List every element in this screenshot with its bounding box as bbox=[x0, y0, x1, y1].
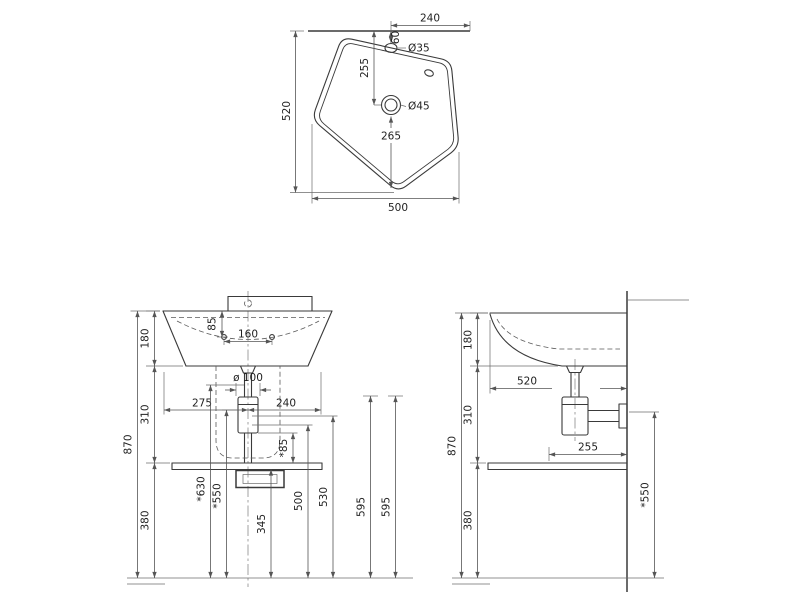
tap-hole-hidden bbox=[244, 299, 252, 308]
dim-gap-85: *85 bbox=[258, 432, 298, 463]
mounting-hole-right bbox=[269, 334, 275, 340]
dim-label-dia45: Ø45 bbox=[408, 101, 430, 113]
dim-right-240: 240 bbox=[248, 372, 322, 415]
dim-label-s180: 180 bbox=[463, 330, 475, 350]
drain-trap-front bbox=[215, 365, 281, 464]
shelf-side bbox=[487, 462, 628, 471]
dim-label-630: *630 bbox=[196, 476, 208, 501]
dim-label-345: 345 bbox=[256, 514, 268, 534]
dim-drain-offset-255: 255 bbox=[359, 31, 381, 106]
tap-hole bbox=[384, 42, 398, 54]
shelf-front bbox=[171, 462, 323, 489]
front-view: 180 310 380 870 85 160 bbox=[123, 291, 413, 587]
dim-front-380: 380 bbox=[140, 463, 157, 578]
dim-label-f500: 500 bbox=[293, 491, 305, 511]
overflow-hole bbox=[424, 69, 434, 77]
dim-side-180: 180 bbox=[463, 312, 558, 367]
dim-345: 345 bbox=[256, 469, 274, 578]
rear-ledge bbox=[227, 295, 313, 312]
dim-label-255: 255 bbox=[359, 58, 371, 78]
drain-hole-outer bbox=[380, 94, 402, 116]
dim-shelf-255: 255 bbox=[548, 442, 627, 461]
dim-label-f550: *550 bbox=[212, 483, 224, 508]
dim-label-520: 520 bbox=[281, 101, 293, 121]
dim-label-dia35: Ø35 bbox=[408, 43, 430, 55]
basin-front-outline bbox=[162, 310, 333, 367]
dim-label-595b: 595 bbox=[381, 497, 393, 517]
dim-label-f240: 240 bbox=[276, 398, 296, 410]
dim-side-520: 520 bbox=[489, 320, 627, 394]
semi-pedestal-hidden bbox=[215, 366, 281, 459]
bottle-trap-side bbox=[561, 396, 589, 436]
wall-outlet-flange bbox=[618, 403, 628, 429]
dim-width-500: 500 bbox=[311, 124, 460, 214]
dim-label-s520: 520 bbox=[517, 376, 537, 388]
bowl-hidden-side bbox=[496, 318, 620, 350]
dim-front-310: 310 bbox=[140, 366, 170, 464]
dim-label-595a: 595 bbox=[356, 497, 368, 517]
dim-side-550-adj: *550 bbox=[629, 411, 659, 578]
bottle-trap bbox=[237, 396, 259, 434]
side-view: 180 310 380 870 520 255 bbox=[447, 291, 689, 592]
dim-front-180: 180 bbox=[140, 310, 183, 367]
dim-label-85: 85 bbox=[207, 317, 219, 330]
dim-label-255: 255 bbox=[578, 442, 598, 454]
basin-side-profile bbox=[489, 312, 628, 367]
dim-tap-dia-35: Ø35 bbox=[398, 43, 430, 55]
dim-label-dia100: ø 100 bbox=[233, 372, 263, 384]
dim-label-s870: 870 bbox=[447, 436, 459, 456]
drain-flange-side bbox=[565, 365, 585, 374]
dim-595-b: 595 bbox=[381, 395, 403, 578]
dim-label-f310: 310 bbox=[140, 404, 152, 424]
drain-trap-side bbox=[561, 359, 628, 441]
dim-drain-dia-45: Ø45 bbox=[400, 101, 430, 113]
dim-630-adj: *630 bbox=[196, 384, 244, 578]
drain-hole-inner bbox=[384, 98, 398, 112]
dim-label-530: 530 bbox=[318, 487, 330, 507]
dim-label-240: 240 bbox=[420, 13, 440, 25]
dim-hole-drop-85: 85 bbox=[207, 311, 228, 338]
dim-side-380: 380 bbox=[463, 463, 480, 578]
dim-label-gap85: *85 bbox=[278, 439, 290, 458]
dim-label-f380: 380 bbox=[140, 510, 152, 530]
trap-cover-box bbox=[235, 469, 285, 489]
dim-depth-520: 520 bbox=[281, 30, 394, 193]
dim-label-275: 275 bbox=[192, 398, 212, 410]
dim-side-870: 870 bbox=[447, 312, 488, 578]
dim-500-height: 500 bbox=[252, 424, 313, 578]
dim-595-a: 595 bbox=[356, 395, 378, 578]
drain-flange bbox=[239, 365, 257, 374]
dim-label-s380: 380 bbox=[463, 510, 475, 530]
dim-top-width-240: 240 bbox=[390, 13, 471, 36]
dim-label-160: 160 bbox=[238, 329, 258, 341]
dim-label-500: 500 bbox=[388, 202, 408, 214]
dim-label-f870: 870 bbox=[123, 434, 135, 454]
dim-label-60: 60 bbox=[390, 31, 402, 44]
dim-drain-front-265: 265 bbox=[381, 116, 401, 188]
top-view: 240 60 Ø35 255 Ø45 265 bbox=[281, 13, 471, 214]
dim-label-s310: 310 bbox=[463, 405, 475, 425]
dim-label-f180: 180 bbox=[140, 328, 152, 348]
dim-label-s550: *550 bbox=[640, 482, 652, 507]
dim-front-870: 870 bbox=[123, 310, 160, 578]
dim-550-adj-front: *550 bbox=[212, 409, 238, 578]
dim-side-310: 310 bbox=[463, 366, 486, 464]
dim-tap-offset-60: 60 bbox=[388, 31, 402, 44]
basin-outline-inner bbox=[319, 43, 455, 185]
dim-label-265: 265 bbox=[381, 131, 401, 143]
dim-530-height: 530 bbox=[252, 415, 338, 578]
dim-hole-span-160: 160 bbox=[223, 329, 273, 345]
basin-outline-outer bbox=[313, 38, 459, 190]
